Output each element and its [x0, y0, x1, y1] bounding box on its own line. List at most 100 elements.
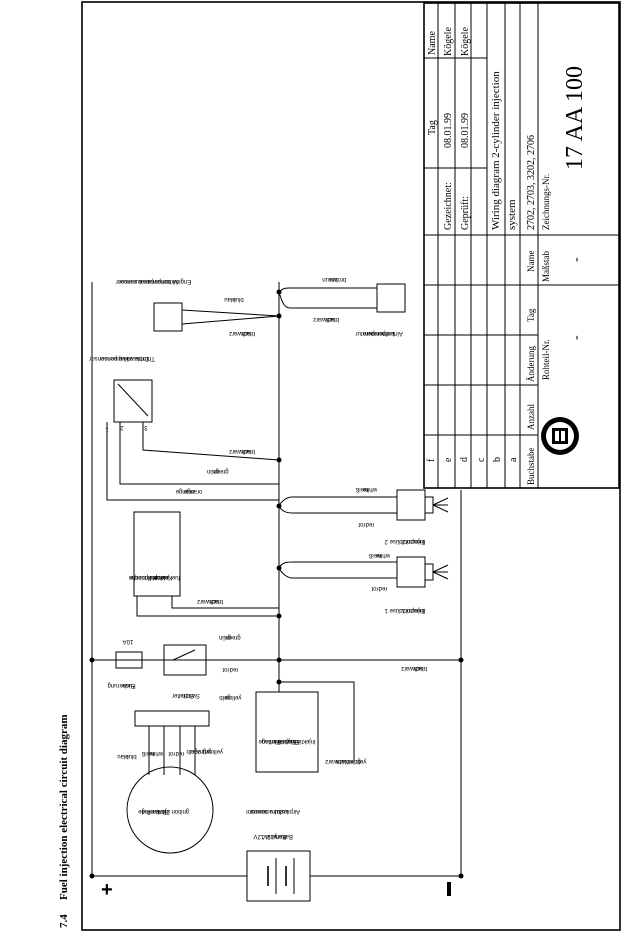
pump-label-1: elektrische: [128, 574, 157, 580]
wire-weiss-de-1: weiß: [141, 750, 155, 756]
gezeichnet-name: Kögele: [443, 27, 454, 56]
temp-sensor-box: [153, 302, 183, 332]
air-temp-box: [376, 283, 406, 313]
injector2-label-de: Einspritzdüse 2: [384, 538, 426, 544]
pump-label-2: Kraftstoffpumpe: [129, 574, 172, 580]
battery-label-de: Batterie 12V: [253, 833, 286, 839]
minus-terminal: [447, 882, 451, 896]
injector-1: [278, 556, 449, 588]
wire-red-en-2: red: [176, 750, 185, 756]
throttle-pin-3: 3: [144, 424, 148, 430]
wire-braun-de: braun: [322, 276, 337, 282]
air-temp-label-en: Airtemperature: [362, 330, 402, 336]
wire-blau-de: blau: [117, 753, 128, 759]
title-block: Name Tag Gezeichnet: 08.01.99 Kögele Gep…: [423, 2, 620, 489]
wire-black-en-1: black: [412, 665, 427, 671]
description-line2: system: [506, 199, 518, 230]
wire-schwarz-de-2: schwarz: [197, 598, 219, 604]
throttle-pin-2: 2: [120, 424, 124, 430]
drawing-frame: [81, 1, 621, 931]
wire-white-en-1: white: [148, 750, 164, 756]
wire-schwarzweiss-de: schwarz: [229, 448, 251, 454]
ecu-label-2: Einspritzanlage: [258, 738, 300, 744]
fuel-pump-box: [133, 511, 181, 597]
rohteil-value: -: [569, 335, 584, 340]
pump-label-3: electric: [149, 574, 168, 580]
plug-label-4: gnition system: [151, 808, 189, 814]
plug-label-1: P 4: [141, 808, 151, 814]
wire-gruenschwarz-de: grün/schwarz: [325, 758, 361, 764]
wire-gruengelb-de-1: grün/gelb: [186, 748, 212, 754]
switch-label-de: Schalter: [172, 692, 194, 698]
ecu-label-3: Einbau: [278, 738, 297, 744]
junction-dots: [89, 289, 464, 879]
drawing-no-label: Zeichnungs-Nr.: [541, 174, 551, 230]
revision-a: a: [508, 457, 519, 462]
revision-c: c: [476, 457, 487, 462]
plug-label-3: P 4: [157, 808, 167, 814]
wire-schwarz-de-1: schwarz: [401, 665, 423, 671]
description-line1: Wiring diagram 2-cylinder injection: [490, 71, 502, 230]
gezeichnet-label: Gezeichnet:: [443, 182, 454, 230]
wire-red-en-3: red: [379, 585, 388, 591]
wire-white-en-2: white: [375, 552, 391, 558]
ecu-label-4: Injektionsystem: [274, 738, 315, 744]
header-buchstabe: Buchstabe: [526, 448, 536, 486]
wire-brown-en: brown: [330, 276, 346, 282]
wire-orange-en: orange: [183, 488, 202, 494]
wire-black-en-2: black: [208, 598, 223, 604]
wire-schwarz-de-4: schwarz: [313, 316, 335, 322]
wire-yellowblack-en: yellowblack: [335, 758, 367, 764]
section-number: 7.4: [58, 914, 70, 928]
plus-terminal: +: [101, 879, 113, 901]
wire-rot-de-1: rot: [222, 666, 229, 672]
gezeichnet-date: 08.01.99: [443, 113, 454, 148]
header-tag: Tag: [526, 308, 536, 322]
throttle-pin-1: 1: [105, 426, 109, 432]
wire-gelb-de: gelb: [219, 694, 231, 700]
wire-red-en-1: red: [230, 666, 239, 672]
revision-b: b: [492, 457, 503, 462]
throttle-label-en: Throttle valve sensor: [99, 355, 155, 361]
header-anzahl: Anzahl: [526, 404, 536, 430]
wire-yellowgreen-en-1: yellowgreen: [191, 748, 223, 754]
revision-f: f: [426, 458, 437, 462]
wire-blue-en-2: blue: [232, 296, 244, 302]
rohteil-label: Rohteil-Nr.: [541, 339, 551, 380]
plug-label-2: Zündanlage: [137, 808, 169, 814]
wire-rot-de-4: rot: [358, 521, 365, 527]
fuse-rating: 10A: [123, 638, 134, 644]
wire-black-en-4: black: [324, 316, 339, 322]
wire-blau-de-2: blau: [224, 296, 235, 302]
injector2-label-en: Injector2: [401, 538, 425, 544]
ecu-box: [255, 691, 319, 773]
wire-weiss-de-2: weiß: [368, 552, 382, 558]
revision-e: e: [443, 457, 454, 462]
wire-yellow-en: yellow: [224, 694, 241, 700]
fuse-label-de: Sicherung: [107, 682, 134, 688]
header-aenderung: Änderung: [526, 346, 536, 382]
wire-green-en-1: green: [225, 634, 240, 640]
wire-orange-de: orange: [175, 488, 194, 494]
massstab-value: -: [569, 257, 584, 262]
air-sensor-label-de: Luftdrucksensor: [246, 808, 289, 814]
wire-black-en-3: black: [240, 330, 255, 336]
throttle-label-de: Drosselklappensensor: [89, 355, 148, 361]
wire-green-en-2: green: [213, 468, 228, 474]
wire-schwarz-de-3: schwarz: [229, 330, 251, 336]
wire-gruen-de-1: grün: [219, 634, 231, 640]
section-title: Fuel injection electrical circuit diagra…: [58, 714, 70, 900]
col-name-label: Name: [427, 31, 438, 55]
injector-2: [278, 489, 449, 521]
massstab-label: Maßstab: [541, 251, 551, 282]
header-name: Name: [526, 251, 536, 273]
air-sensor-label-en: Airpressure sensor: [250, 808, 300, 814]
company-logo: [541, 417, 579, 455]
col-tag-label: Tag: [427, 120, 438, 135]
description-line3: 2702, 2703, 3202, 2706: [526, 135, 537, 230]
fuse-label-en: Fuse: [122, 682, 136, 688]
revision-d: d: [459, 457, 470, 462]
geprueft-date: 08.01.99: [460, 113, 471, 148]
injector1-label-de: Einspritzdüse 1: [384, 607, 426, 613]
